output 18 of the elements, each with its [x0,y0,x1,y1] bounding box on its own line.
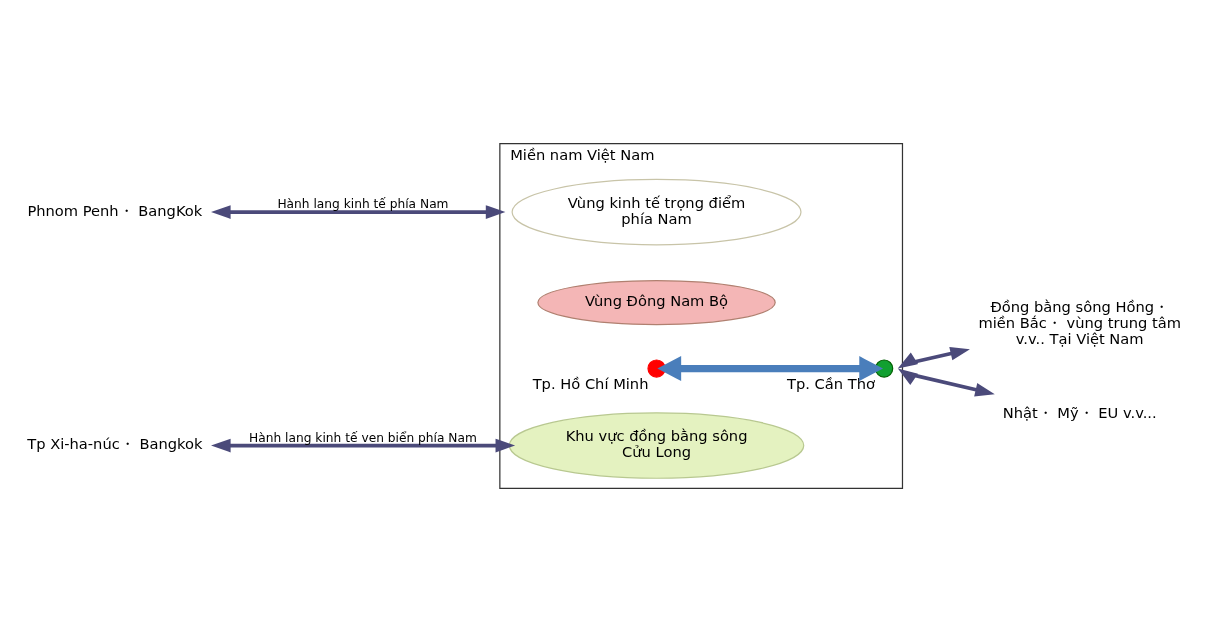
node-circle [875,359,894,378]
node-ellipse: Vùng kinh tế trọng điểm phía Nam [511,178,802,246]
node-text: Tp Xi-ha-núc・ Bangkok [27,435,203,453]
node-ellipse: Vùng Đông Nam Bộ [537,279,776,326]
arrow [211,205,506,219]
node-text: Nhật・ Mỹ・ EU v.v... [1002,403,1157,421]
arrow [657,356,884,382]
node-text: Phnom Penh・ BangKok [27,201,203,219]
arrow [211,438,516,453]
arrow [897,346,970,369]
node-ellipse: Khu vực đồng bằng sông Cửu Long [508,412,805,479]
arrow [897,368,995,397]
node-text: Đồng bằng sông Hồng・ miền Bắc・ vùng trung tâm v.v.. Tại Việt Nam [978,298,1182,348]
node-label: Tp. Hồ Chí Minh [532,374,649,392]
edge-label: Hành lang kinh tế ven biển phía Nam [249,430,477,445]
node-label: Tp. Cần Thơ [787,374,875,392]
edge-label: Hành lang kinh tế phía Nam [277,197,449,212]
node-circle [647,359,666,378]
